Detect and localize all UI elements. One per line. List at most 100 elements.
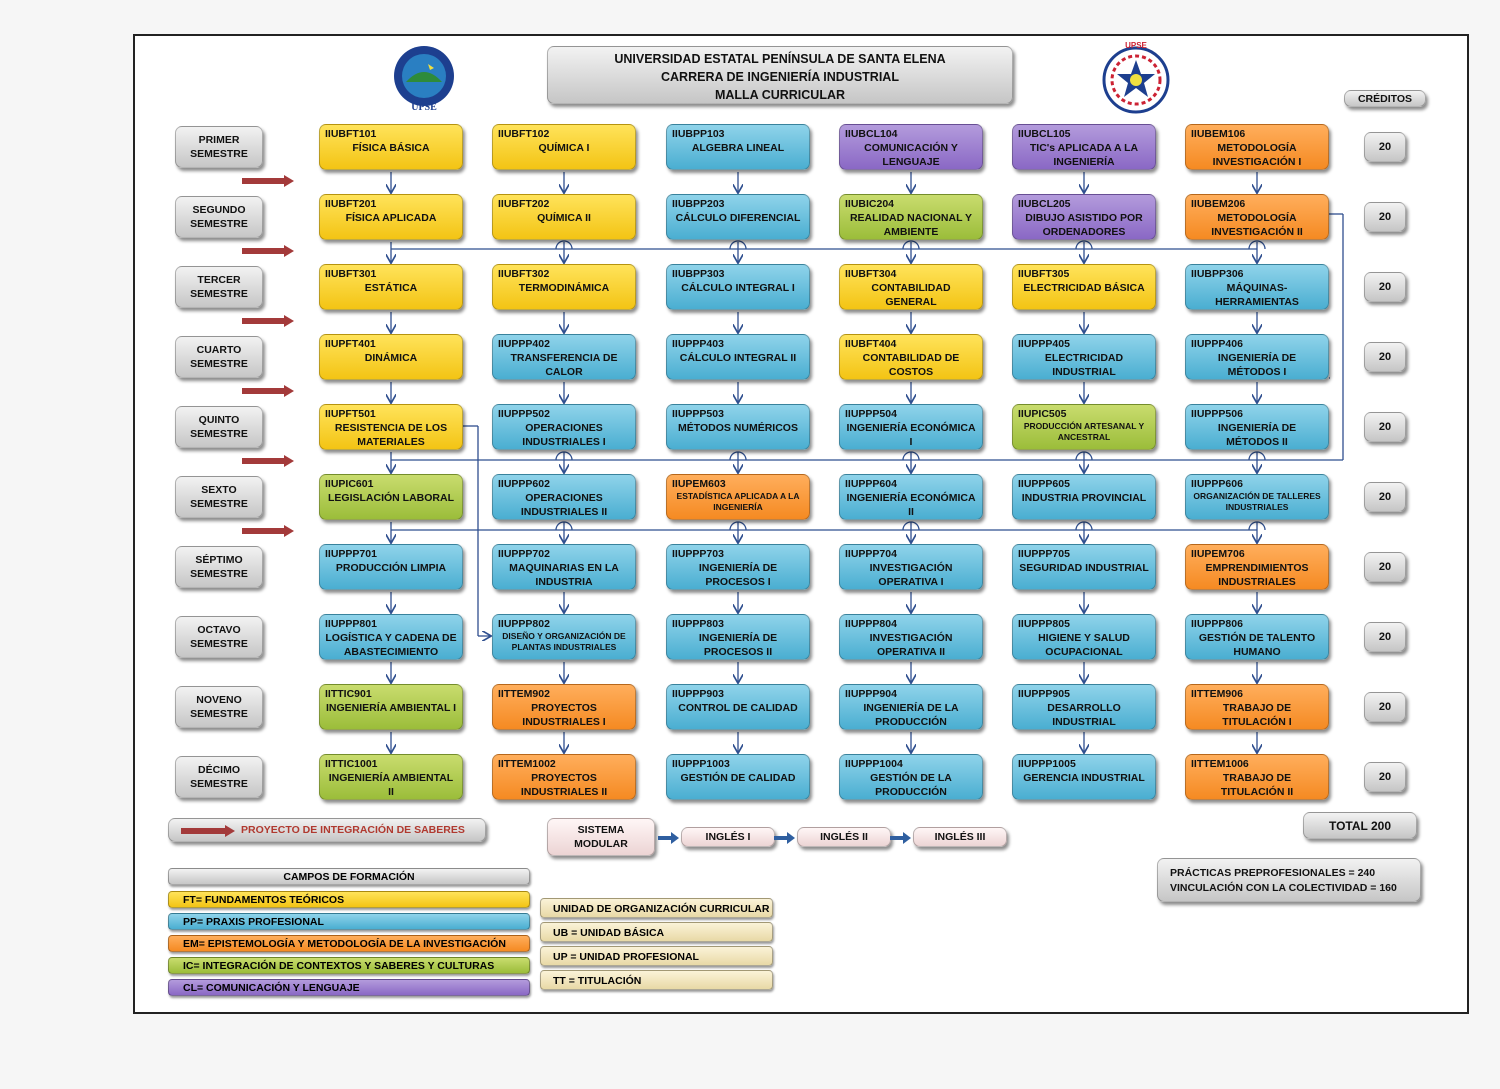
- semester-credits: 20: [1364, 412, 1406, 442]
- course-name: LOGÍSTICA Y CADENA DE ABASTECIMIENTO: [325, 632, 457, 658]
- campo-legend-item: FT= FUNDAMENTOS TEÓRICOS: [168, 891, 530, 908]
- course-name: DIBUJO ASISTIDO POR ORDENADORES: [1025, 212, 1143, 238]
- course-code: IIUPPP903: [672, 688, 724, 700]
- header-line-2: CARRERA DE INGENIERÍA INDUSTRIAL: [661, 70, 899, 84]
- course-name: DINÁMICA: [364, 352, 418, 364]
- course-code: IIUPPP701: [325, 548, 377, 560]
- sistema-modular-box: SISTEMA MODULAR: [547, 818, 655, 856]
- header-line-3: MALLA CURRICULAR: [714, 88, 846, 102]
- modular-item: INGLÉS I: [681, 827, 775, 847]
- course-code: IIUPPP905: [1018, 688, 1070, 700]
- unidades-title: UNIDAD DE ORGANIZACIÓN CURRICULAR: [540, 898, 773, 918]
- course-name: CÁLCULO DIFERENCIAL: [675, 212, 801, 224]
- semester-label-line-2: SEMESTRE: [190, 358, 248, 370]
- semester-label-line-1: DÉCIMO: [198, 764, 240, 776]
- modular-item: INGLÉS III: [913, 827, 1007, 847]
- campo-legend-item: PP= PRAXIS PROFESIONAL: [168, 913, 530, 930]
- course-name: INGENIERÍA DE MÉTODOS II: [1217, 422, 1297, 448]
- course-code: IIUPPP502: [498, 408, 550, 420]
- course-code: IIUPPP604: [845, 478, 897, 490]
- course-code: IIUBPP103: [672, 128, 725, 140]
- course-code: IIUPPP802: [498, 618, 550, 630]
- header-title-box: UNIVERSIDAD ESTATAL PENÍNSULA DE SANTA E…: [547, 46, 1013, 104]
- course-name: INVESTIGACIÓN OPERATIVA II: [869, 632, 953, 658]
- course-name: LEGISLACIÓN LABORAL: [328, 492, 454, 504]
- course-code: IIUPPP801: [325, 618, 377, 630]
- vinculacion-line: VINCULACIÓN CON LA COLECTIVIDAD = 160: [1170, 882, 1397, 894]
- red-arrow-icon: [242, 245, 294, 257]
- course-code: IIUBFT301: [325, 268, 377, 280]
- red-arrow-icon: [242, 455, 294, 467]
- course-name: HIGIENE Y SALUD OCUPACIONAL: [1038, 632, 1130, 658]
- modular-item: INGLÉS II: [797, 827, 891, 847]
- semester-label-line-1: OCTAVO: [197, 624, 241, 636]
- semester-label-line-1: SÉPTIMO: [195, 554, 243, 566]
- course-code: IIUPPP406: [1191, 338, 1243, 350]
- course-name: INGENIERÍA DE MÉTODOS I: [1217, 352, 1297, 378]
- course-name: ESTADÍSTICA APLICADA A LA INGENIERÍA: [676, 491, 800, 512]
- course-name: CÁLCULO INTEGRAL II: [679, 352, 797, 364]
